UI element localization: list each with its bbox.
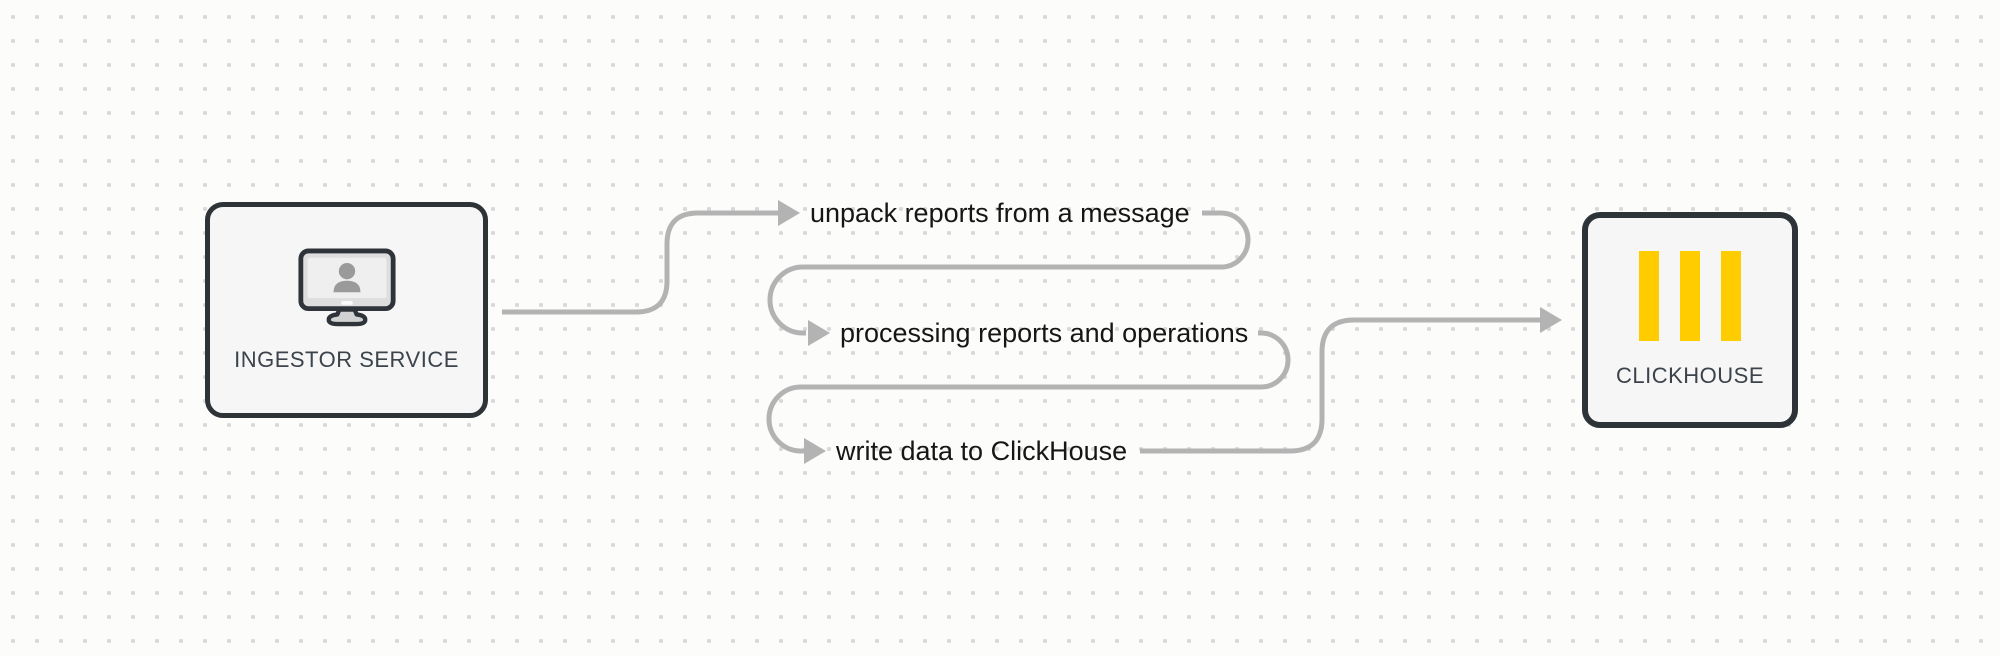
clickhouse-logo-icon	[1639, 251, 1741, 341]
ingestor-service-label: INGESTOR SERVICE	[234, 346, 459, 372]
node-clickhouse[interactable]: CLICKHOUSE	[1582, 212, 1798, 428]
monitor-user-icon	[297, 248, 396, 326]
node-ingestor-service[interactable]: INGESTOR SERVICE	[205, 202, 488, 418]
step-label-unpack: unpack reports from a message	[810, 198, 1190, 228]
connector-path-step3-to-clickhouse	[1140, 317, 1540, 454]
arrowhead-icon	[1540, 307, 1562, 333]
connector-path-step2-to-step3	[766, 330, 1291, 454]
arrowhead-icon	[804, 438, 826, 464]
arrowhead-icon	[778, 200, 800, 226]
clickhouse-label: CLICKHOUSE	[1615, 363, 1765, 388]
arrowhead-icon	[808, 320, 830, 346]
connector-path-ingestor-to-step1	[502, 210, 780, 315]
connector-path-step1-to-step2	[767, 210, 1251, 336]
step-label-write: write data to ClickHouse	[836, 436, 1128, 466]
step-label-processing: processing reports and operations	[840, 318, 1249, 348]
